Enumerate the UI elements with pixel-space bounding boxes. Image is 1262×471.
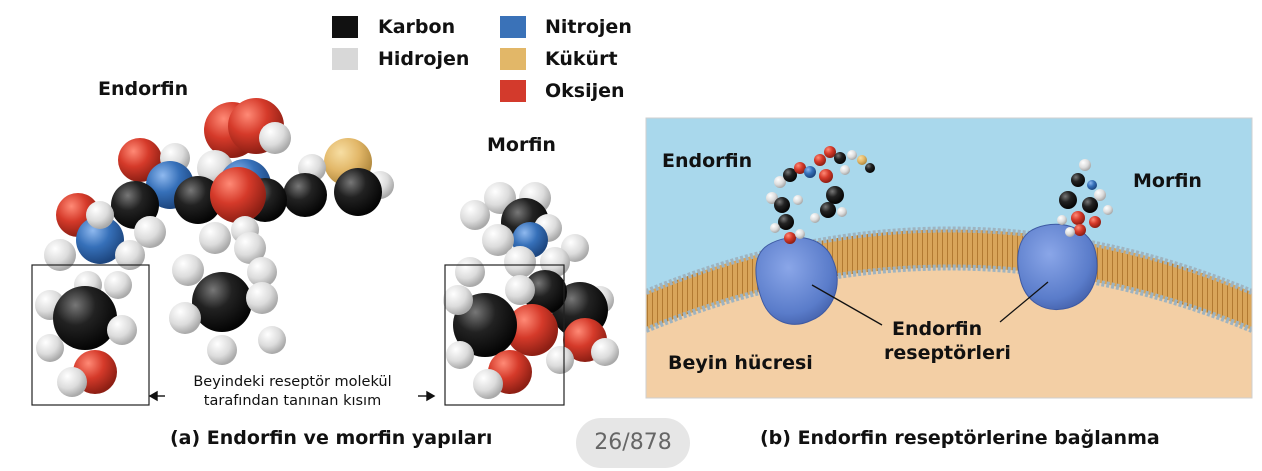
panel-b-morfin-label: Morfin: [1133, 170, 1202, 192]
legend-swatch-hidrojen: [332, 48, 358, 70]
morfin-small-model: [1057, 159, 1113, 237]
legend-swatch-karbon: [332, 16, 358, 38]
receptor-left: [755, 236, 838, 325]
panel-b-endorfin-label: Endorfin: [662, 150, 753, 172]
legend-swatch-nitrojen: [500, 16, 526, 38]
caption-b: (b) Endorfin reseptörlerine bağlanma: [760, 427, 1160, 449]
legend-label-nitrojen: Nitrojen: [545, 16, 632, 38]
legend-label-oksijen: Oksijen: [545, 80, 625, 102]
endorfin-small-model: [766, 146, 875, 244]
caption-a: (a) Endorfin ve morfin yapıları: [170, 427, 493, 449]
legend-label-karbon: Karbon: [378, 16, 456, 38]
legend-label-hidrojen: Hidrojen: [378, 48, 470, 70]
recognition-note-line2: tarafından tanınan kısım: [203, 393, 382, 409]
page-indicator: 26/878: [576, 418, 690, 468]
endorfin-recognition-box: [31, 264, 150, 406]
recognition-note-line1: Beyindeki reseptör molekül: [193, 374, 392, 390]
legend-swatch-kukurt: [500, 48, 526, 70]
endorfin-title: Endorfin: [98, 78, 189, 100]
morfin-title: Morfin: [487, 134, 556, 156]
note-arrows: [148, 390, 436, 402]
receptor-label-line1: Endorfin: [892, 318, 983, 340]
brain-cell-label: Beyin hücresi: [668, 352, 813, 374]
morfin-space-filling-model: [443, 182, 619, 399]
morfin-recognition-box: [444, 264, 565, 406]
legend-swatch-oksijen: [500, 80, 526, 102]
legend-label-kukurt: Kükürt: [545, 48, 618, 70]
endorfin-space-filling-model: [35, 98, 394, 397]
receptor-label-line2: reseptörleri: [884, 342, 1011, 364]
